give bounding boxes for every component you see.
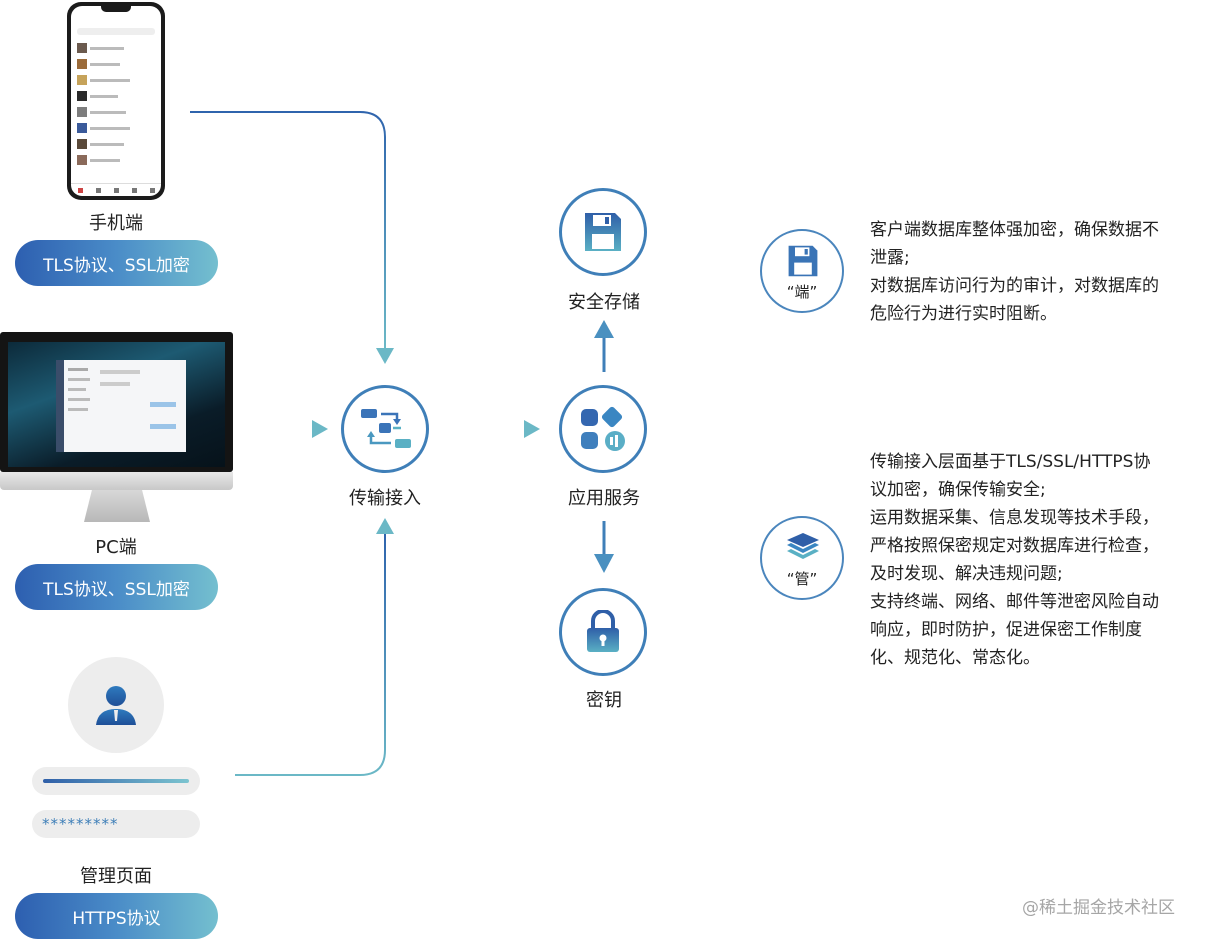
username-value-bar xyxy=(43,779,189,783)
username-field[interactable] xyxy=(32,767,200,795)
client-badge-label: “端” xyxy=(786,283,818,301)
client-description: 客户端数据库整体强加密，确保数据不 泄露; 对数据库访问行为的审计，对数据库的 … xyxy=(870,216,1210,328)
user-icon xyxy=(96,686,136,725)
pc-label: PC端 xyxy=(95,537,137,558)
watermark: @稀土掘金技术社区 xyxy=(1022,898,1175,918)
pc-arrowhead xyxy=(312,420,328,438)
client-line-1: 客户端数据库整体强加密，确保数据不 xyxy=(870,220,1159,240)
admin-arrowhead xyxy=(376,518,394,534)
transport-node xyxy=(341,385,429,473)
transfer-icon xyxy=(361,409,411,448)
transport-app-arrowhead xyxy=(524,420,540,438)
transport-label: 传输接入 xyxy=(349,488,421,509)
storage-label: 安全存储 xyxy=(568,292,640,313)
client-badge: “端” xyxy=(760,229,844,313)
phone-tab-bar xyxy=(71,183,161,196)
monitor-chin xyxy=(0,472,233,490)
phone-search-bar xyxy=(77,28,155,35)
monitor-stand xyxy=(84,490,150,522)
chat-row xyxy=(77,120,155,136)
lock-icon xyxy=(587,610,619,652)
client-line-3: 对数据库访问行为的审计，对数据库的 xyxy=(870,276,1159,296)
chat-row xyxy=(77,72,155,88)
management-line-1: 传输接入层面基于TLS/SSL/HTTPS协 xyxy=(870,452,1151,472)
admin-avatar-circle xyxy=(68,657,164,753)
monitor-screen xyxy=(8,342,225,467)
floppy-disk-icon xyxy=(585,213,621,251)
mobile-phone xyxy=(67,2,165,200)
storage-node xyxy=(559,188,647,276)
chat-row xyxy=(77,136,155,152)
admin-protocol-pill: HTTPS协议 xyxy=(15,893,218,939)
phone-chat-list xyxy=(77,40,155,168)
floppy-disk-icon xyxy=(788,245,818,277)
app-storage-arrowhead xyxy=(594,320,614,338)
admin-label: 管理页面 xyxy=(80,866,152,887)
client-line-2: 泄露; xyxy=(870,248,910,268)
admin-connector xyxy=(235,534,386,776)
management-line-4: 严格按照保密规定对数据库进行检查， xyxy=(870,536,1159,556)
chat-row xyxy=(77,104,155,120)
password-field[interactable]: ********* xyxy=(32,810,200,838)
phone-notch xyxy=(101,6,131,12)
app-key-arrowhead xyxy=(594,554,614,573)
key-label: 密钥 xyxy=(586,690,622,711)
management-line-7: 响应，即时防护，促进保密工作制度 xyxy=(870,620,1142,640)
management-badge-label: “管” xyxy=(786,570,818,588)
desktop-app-window xyxy=(56,360,186,452)
management-line-6: 支持终端、网络、邮件等泄密风险自动 xyxy=(870,592,1159,612)
management-badge: “管” xyxy=(760,516,844,600)
chat-row xyxy=(77,40,155,56)
app-label: 应用服务 xyxy=(568,488,640,509)
management-line-8: 化、规范化、常态化。 xyxy=(870,648,1040,668)
pc-monitor xyxy=(0,332,233,522)
mobile-protocol-pill: TLS协议、SSL加密 xyxy=(15,240,218,286)
management-line-3: 运用数据采集、信息发现等技术手段， xyxy=(870,508,1159,528)
management-line-2: 议加密，确保传输安全; xyxy=(870,480,1046,500)
chat-row xyxy=(77,56,155,72)
mobile-label: 手机端 xyxy=(89,213,143,234)
mobile-connector xyxy=(190,111,386,348)
password-mask: ********* xyxy=(42,815,119,833)
apps-icon xyxy=(581,406,625,451)
layers-icon xyxy=(787,533,819,559)
key-node xyxy=(559,588,647,676)
management-line-5: 及时发现、解决违规问题; xyxy=(870,564,1063,584)
chat-row xyxy=(77,88,155,104)
phone-screen xyxy=(71,6,161,196)
client-line-4: 危险行为进行实时阻断。 xyxy=(870,304,1057,324)
mobile-arrowhead xyxy=(376,348,394,364)
pc-protocol-pill: TLS协议、SSL加密 xyxy=(15,564,218,610)
app-node xyxy=(559,385,647,473)
chat-row xyxy=(77,152,155,168)
management-description: 传输接入层面基于TLS/SSL/HTTPS协 议加密，确保传输安全; 运用数据采… xyxy=(870,448,1210,672)
